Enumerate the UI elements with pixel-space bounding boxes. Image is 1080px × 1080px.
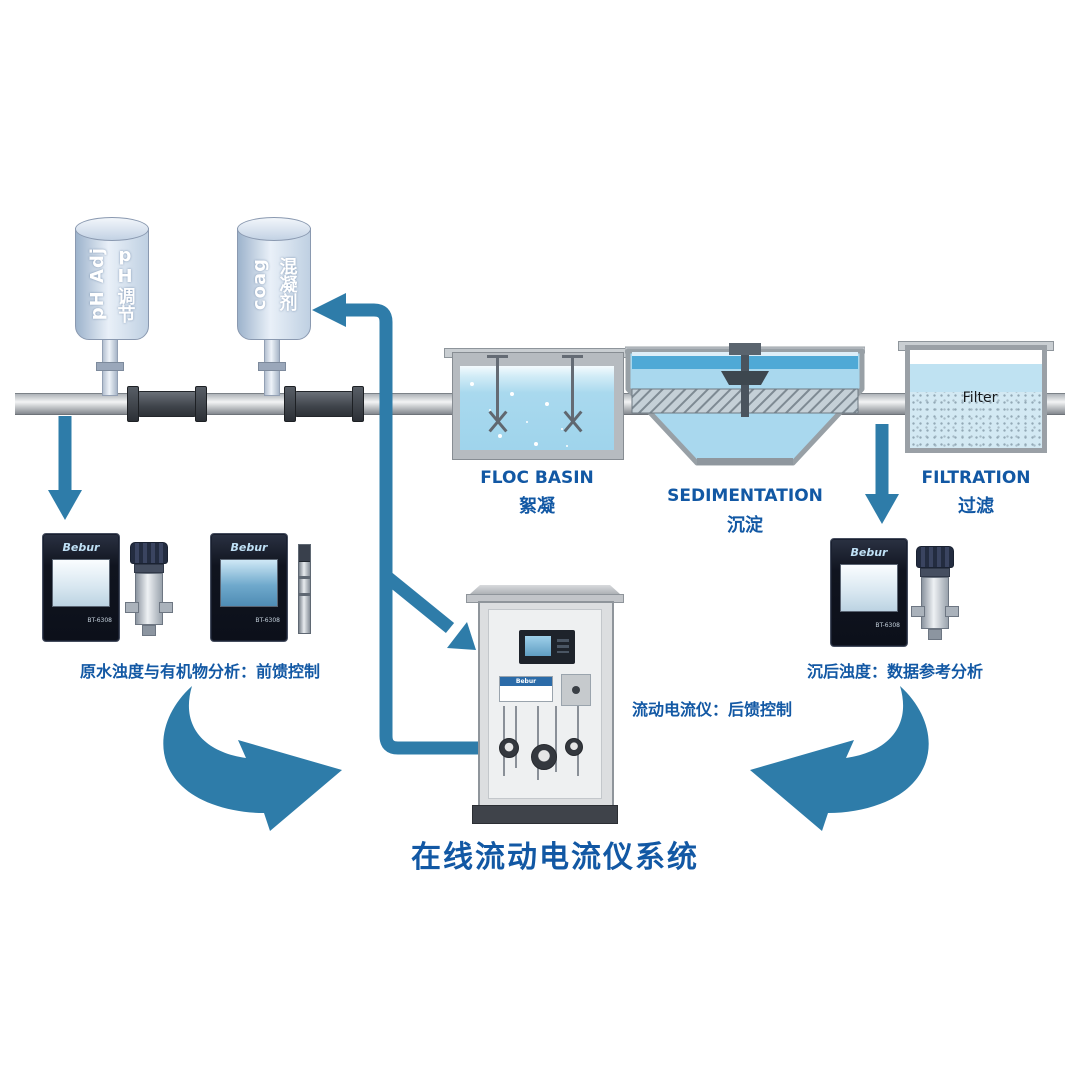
- raw-turbidity-analyzer-model: BT-6308: [87, 617, 112, 624]
- side-module-knob: [572, 686, 580, 694]
- coag-tank: coag 混凝剂: [237, 228, 311, 340]
- ph-tank: pH Adj pH调节: [75, 228, 149, 340]
- raw-turbidity-analyzer-screen: [52, 559, 110, 607]
- static-mixer-1-flange-left: [127, 386, 139, 422]
- floc-mixer-2-shaft: [571, 355, 574, 419]
- settled-turbidity-analyzer-screen: [840, 564, 898, 612]
- static-mixer-1-flange-right: [195, 386, 207, 422]
- filtration-media-label: Filter: [962, 390, 998, 406]
- floc-basin-label-zh: 絮凝: [519, 496, 555, 517]
- raw-sample-arrowhead: [48, 490, 82, 520]
- sedimentation-label-en: SEDIMENTATION: [667, 486, 823, 506]
- ph-tank-label-zh: pH调节: [114, 245, 136, 323]
- sed-scraper-platform: [721, 371, 769, 385]
- static-mixer-2: [294, 391, 354, 417]
- scm-annotation: 流动电流仪：后馈控制: [631, 700, 792, 719]
- controller-buttons: [557, 639, 569, 653]
- cabinet-side-module: [561, 674, 591, 706]
- sensor-tip: [928, 629, 942, 640]
- scm-cabinet: Bebur: [478, 601, 614, 809]
- organics-analyzer-screen: [220, 559, 278, 607]
- filtration-media: [910, 392, 1042, 448]
- floc-bubbles: [470, 382, 474, 386]
- ph-tank-lid: [75, 217, 149, 241]
- settled-turbidity-analyzer-model: BT-6308: [875, 622, 900, 629]
- organics-analyzer-brand: Bebur: [230, 541, 268, 554]
- cabinet-branch-line: [381, 570, 455, 634]
- cabinet-tube-4: [555, 706, 557, 772]
- floc-basin-label-en: FLOC BASIN: [480, 468, 594, 488]
- sed-sludge-outlet: [697, 458, 793, 465]
- sensor-collar: [920, 568, 950, 577]
- filtration-label-en: FILTRATION: [921, 468, 1031, 488]
- sensor-fitting-left: [125, 602, 139, 613]
- sensor-body: [125, 573, 173, 625]
- cabinet-tube-2: [515, 706, 517, 768]
- probe-cap: [299, 545, 310, 562]
- filtration-water: [910, 364, 1042, 394]
- cabinet-scm-module-brand: Bebur: [500, 677, 552, 686]
- sensor-collar: [134, 564, 164, 573]
- coag-tank-label-zh: 混凝剂: [276, 257, 298, 311]
- coag-tank-lid: [237, 217, 311, 241]
- coag-tank-flange: [258, 362, 286, 371]
- sensor-fitting-right: [945, 606, 959, 617]
- organics-analyzer-model: BT-6308: [255, 617, 280, 624]
- raw-turbidity-analyzer: Bebur BT-6308: [42, 533, 120, 642]
- sensor-cap: [916, 546, 954, 568]
- static-mixer-2-flange-left: [284, 386, 296, 422]
- sensor-tip: [142, 625, 156, 636]
- floc-mixer-1-shaft: [496, 355, 499, 419]
- settled-turbidity-sensor: [911, 546, 959, 640]
- raw-sample-line: [58, 416, 72, 492]
- sedimentation-label-zh: 沉淀: [727, 515, 763, 536]
- coag-arrowhead: [312, 293, 346, 327]
- sensor-cap: [130, 542, 168, 564]
- controller-screen: [525, 636, 551, 656]
- ph-tank-label-en: pH Adj: [86, 247, 108, 321]
- static-mixer-1: [137, 391, 197, 417]
- settled-turbidity-analyzer-brand: Bebur: [850, 546, 888, 559]
- sensor-fitting-left: [911, 606, 925, 617]
- cabinet-controller: [519, 630, 575, 664]
- cabinet-plinth: [472, 805, 618, 824]
- probe-ring-2: [299, 593, 310, 596]
- cabinet-roof: [470, 585, 620, 594]
- coag-feedback-line: [344, 303, 480, 755]
- sensor-fitting-right: [159, 602, 173, 613]
- coag-tank-label-en: coag: [248, 257, 270, 311]
- sedimentation-basin: [625, 343, 865, 466]
- raw-turbidity-sensor: [125, 542, 173, 636]
- organics-analyzer: Bebur BT-6308: [210, 533, 288, 642]
- raw-turbidity-analyzer-brand: Bebur: [62, 541, 100, 554]
- cabinet-pump-3: [565, 738, 583, 756]
- cabinet-scm-module: Bebur: [499, 676, 553, 702]
- static-mixer-2-flange-right: [352, 386, 364, 422]
- settled-sample-arrowhead: [865, 494, 899, 524]
- settled-water-annotation: 沉后浊度：数据参考分析: [806, 662, 983, 681]
- left-swoosh-arrow: [163, 686, 342, 831]
- cabinet-arrowhead: [447, 622, 476, 650]
- cabinet-backpanel: Bebur: [488, 609, 602, 799]
- cabinet-pump-2: [531, 744, 557, 770]
- probe-ring: [299, 576, 310, 579]
- cabinet-pump-1: [499, 738, 519, 758]
- raw-water-annotation: 原水浊度与有机物分析：前馈控制: [79, 662, 320, 681]
- sed-center-column: [741, 355, 749, 417]
- sensor-body: [911, 577, 959, 629]
- right-swoosh-arrow: [750, 686, 929, 831]
- sed-drive-box: [729, 343, 761, 355]
- filtration-label-zh: 过滤: [958, 496, 994, 517]
- organics-probe: [298, 544, 311, 634]
- floc-basin-water: [460, 366, 614, 450]
- cabinet-tube-3: [537, 706, 539, 780]
- page-title: 在线流动电流仪系统: [411, 840, 699, 875]
- ph-tank-flange: [96, 362, 124, 371]
- settled-turbidity-analyzer: Bebur BT-6308: [830, 538, 908, 647]
- settled-sample-line: [875, 424, 889, 496]
